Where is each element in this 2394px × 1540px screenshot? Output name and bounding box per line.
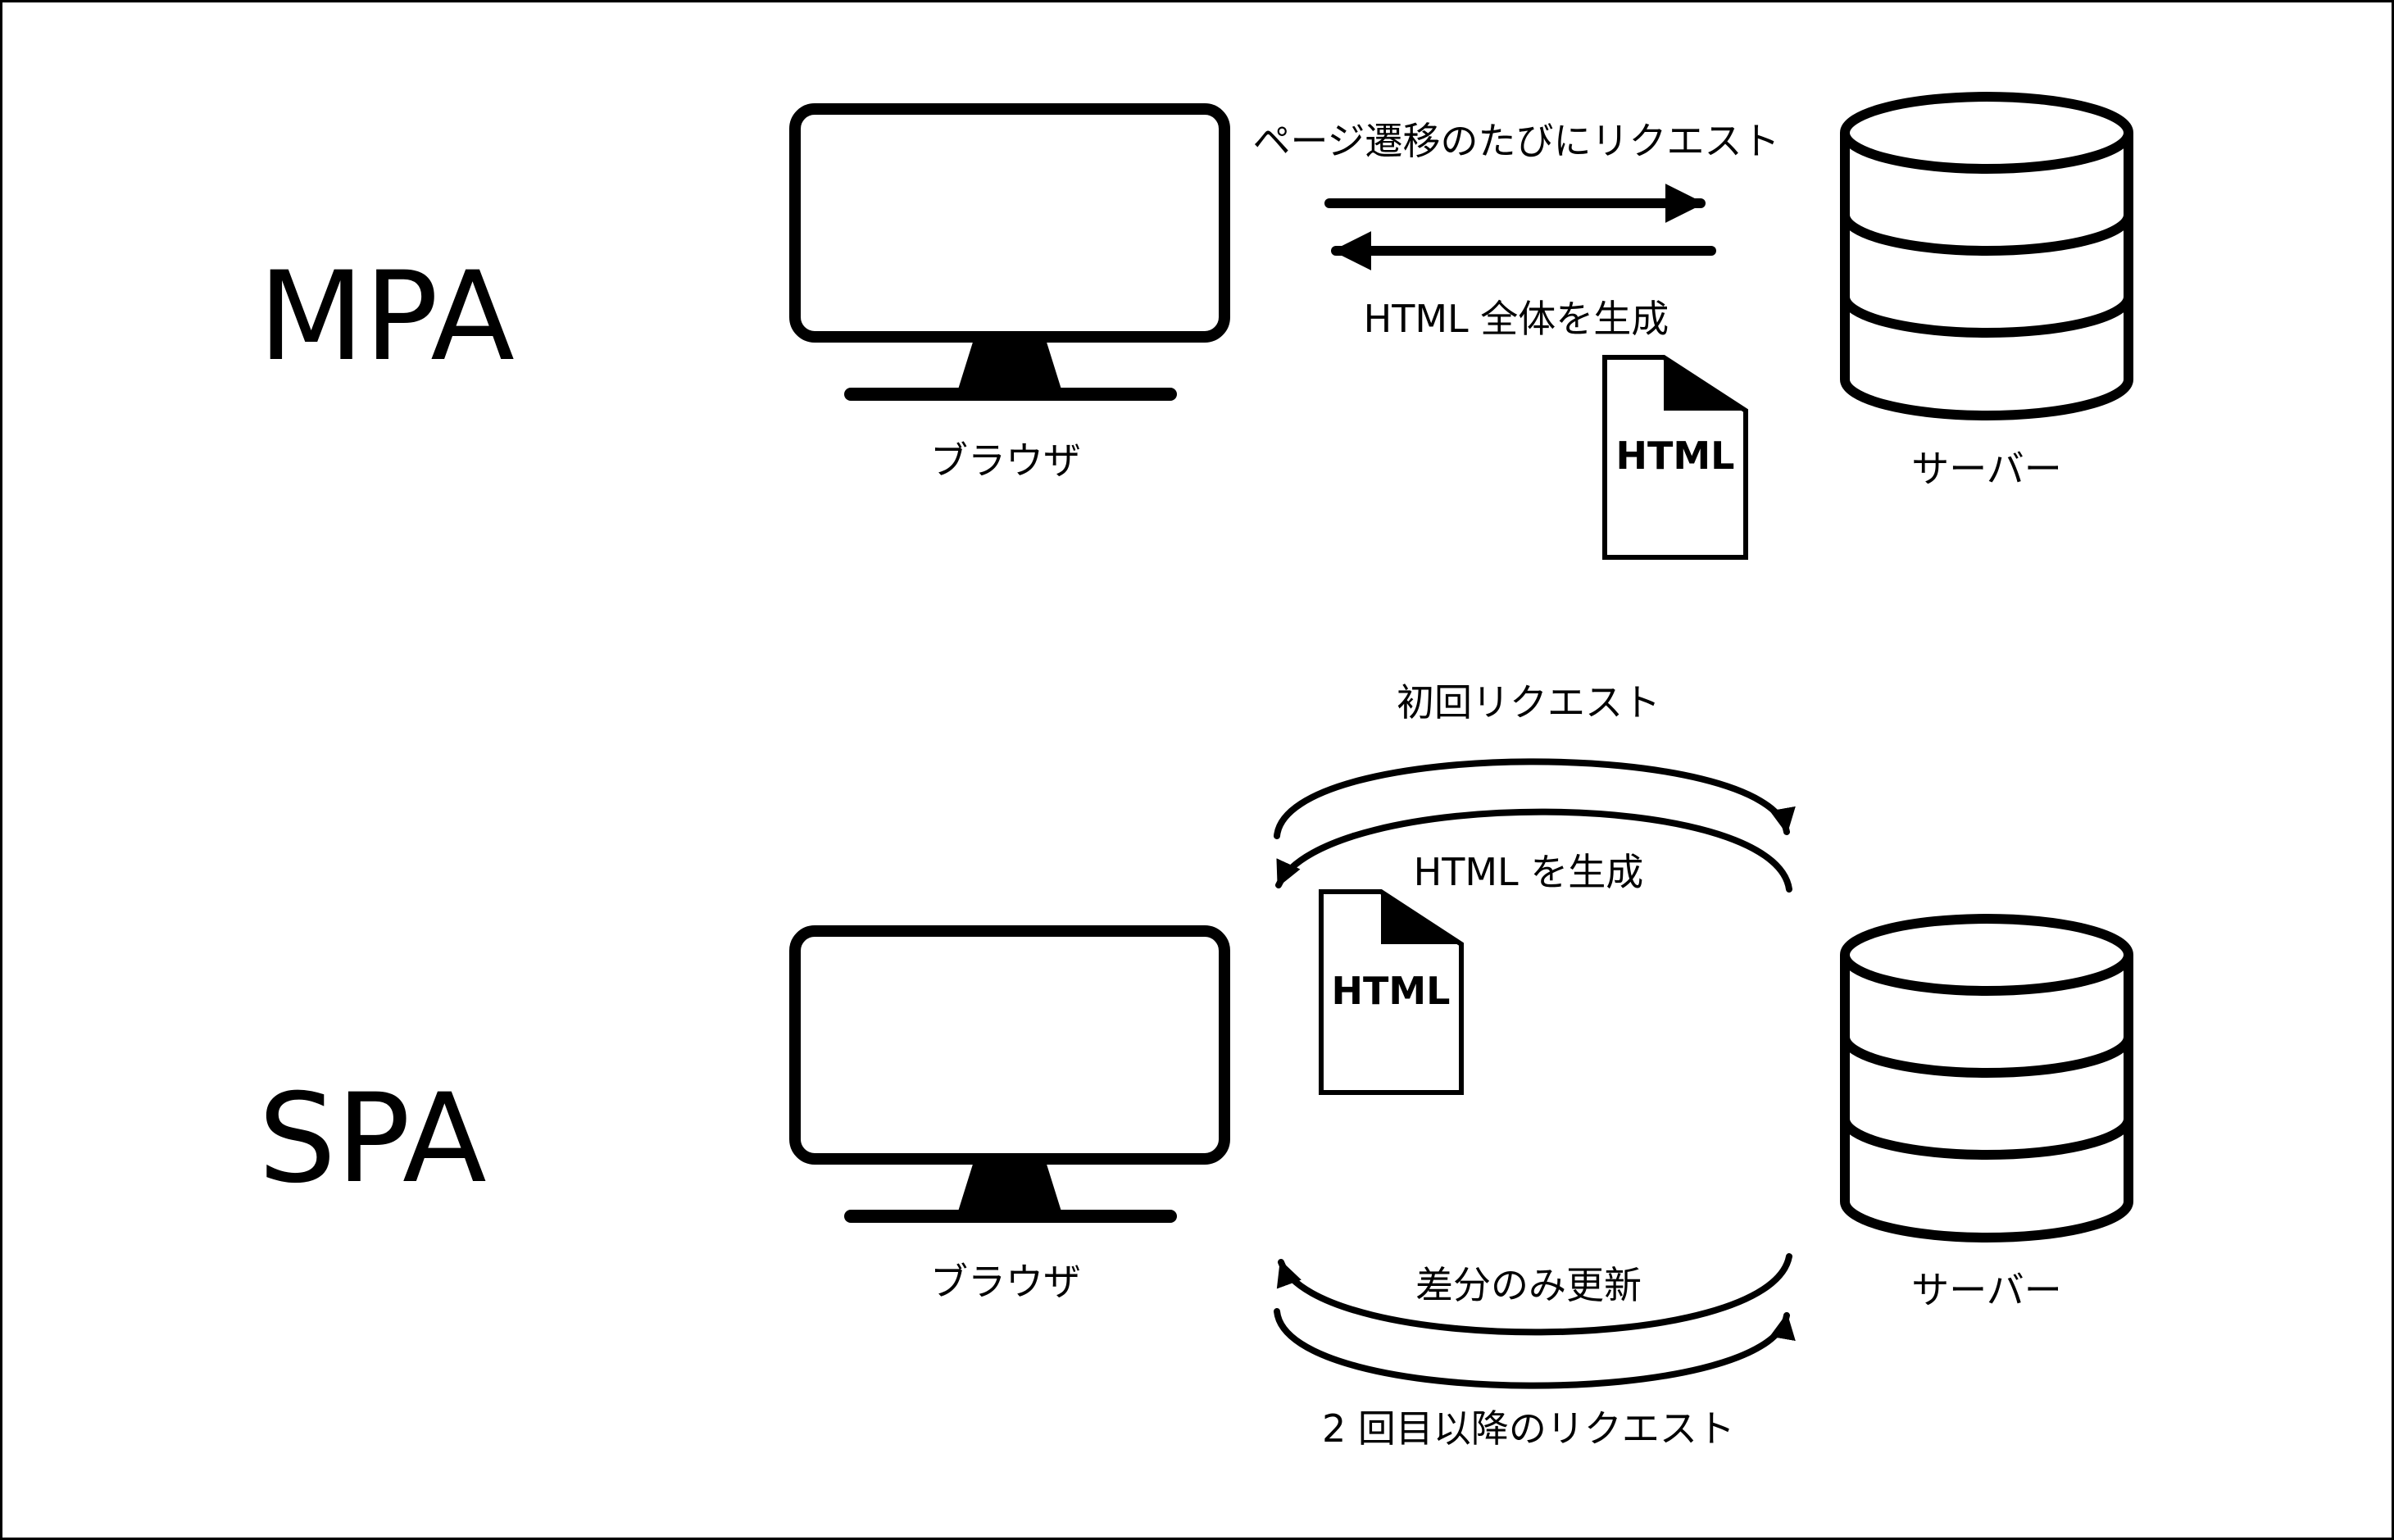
spa-diff-update-arrow	[1276, 1253, 1792, 1336]
mpa-document-label: HTML	[1616, 434, 1735, 478]
mpa-title: MPA	[258, 246, 515, 388]
mpa-html-file-icon: HTML	[1602, 355, 1748, 560]
mpa-browser-monitor-icon	[789, 103, 1230, 401]
spa-section: SPA ブラウザ 初回リクエスト HTML を生成 HTML 差分のみ更新 2 …	[258, 680, 2133, 1451]
spa-browser-monitor-icon	[789, 925, 1230, 1223]
spa-subsequent-request-arrow	[1274, 1308, 1796, 1389]
mpa-request-label: ページ遷移のたびにリクエスト	[1252, 119, 1779, 163]
spa-title: SPA	[258, 1068, 487, 1211]
spa-server-database-icon	[1840, 914, 2133, 1242]
mpa-response-label: HTML 全体を生成	[1364, 297, 1669, 341]
spa-initial-response-label: HTML を生成	[1414, 850, 1644, 894]
spa-document-label: HTML	[1332, 969, 1451, 1013]
mpa-section: MPA ブラウザ ページ遷移のたびにリクエスト HTML 全体を生成 HTML …	[258, 92, 2133, 560]
spa-initial-request-label: 初回リクエスト	[1397, 680, 1660, 725]
spa-initial-request-arrow	[1274, 758, 1796, 839]
mpa-browser-label: ブラウザ	[930, 438, 1081, 483]
mpa-server-database-icon	[1840, 92, 2133, 420]
spa-html-file-icon: HTML	[1319, 889, 1464, 1095]
spa-server-label: サーバー	[1911, 1268, 2062, 1312]
spa-diff-update-label: 差分のみ更新	[1415, 1263, 1642, 1307]
mpa-server-label: サーバー	[1911, 447, 2062, 491]
spa-browser-label: ブラウザ	[930, 1260, 1081, 1304]
spa-initial-response-arrow	[1275, 808, 1792, 893]
spa-subsequent-request-label: 2 回目以降のリクエスト	[1322, 1406, 1735, 1451]
